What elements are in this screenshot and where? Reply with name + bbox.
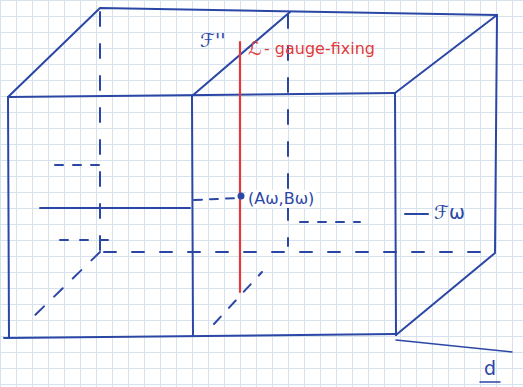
line-note: - gauge-fixing bbox=[262, 40, 377, 58]
plane-label: ℱω bbox=[432, 202, 467, 223]
point-label: (Aω,Bω) bbox=[246, 190, 316, 208]
plane-label: ℱ'' bbox=[198, 30, 227, 51]
line-label: ℒ bbox=[246, 38, 264, 59]
axis-label: d bbox=[482, 358, 498, 379]
